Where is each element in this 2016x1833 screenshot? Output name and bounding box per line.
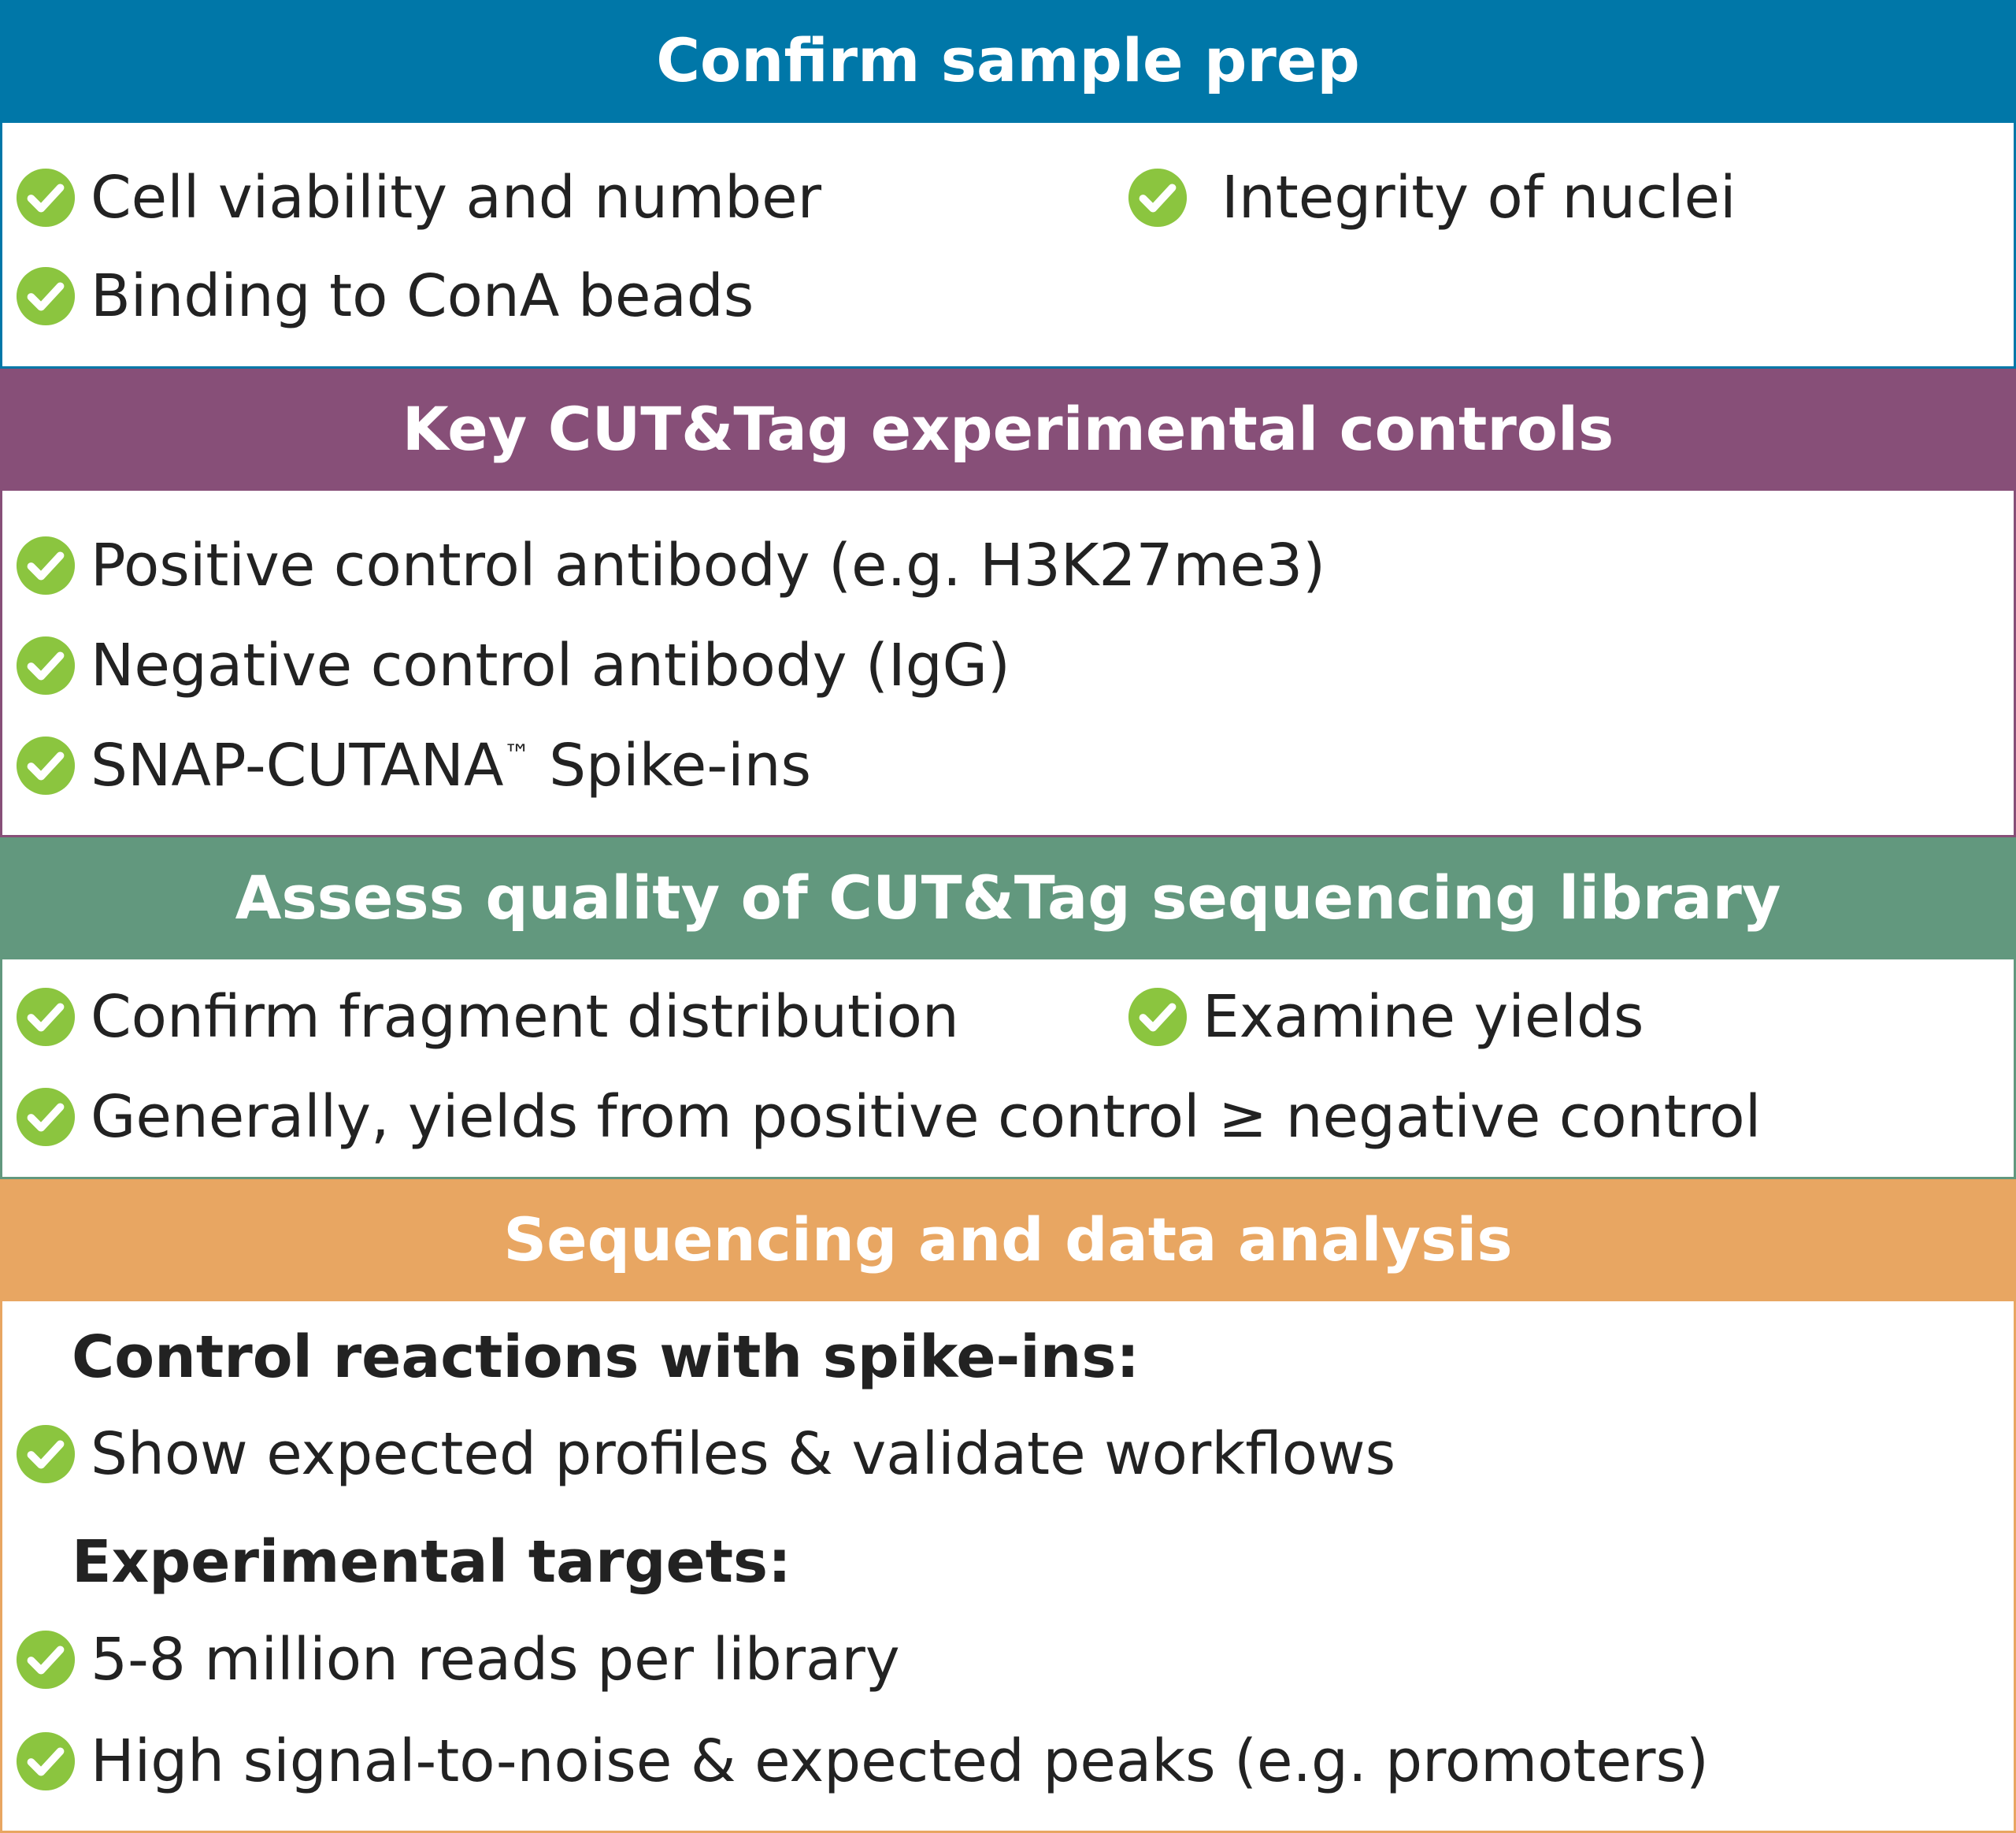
section-title: Confirm sample prep (656, 25, 1360, 95)
section-header-controls: Key CUT&Tag experimental controls (0, 369, 2016, 488)
section-header-data-analysis: Sequencing and data analysis (0, 1179, 2016, 1299)
product-name: SNAP-CUTANA (91, 732, 504, 800)
check-circle-icon (16, 168, 76, 228)
check-circle-icon (16, 1630, 76, 1690)
section-body-library-quality: Confirm fragment distribution Examine yi… (0, 957, 2016, 1179)
item-text: Show expected profiles & validate workfl… (91, 1420, 1396, 1488)
checklist-item: 5-8 million reads per library (15, 1624, 900, 1695)
checklist-item: Cell viability and number (15, 162, 821, 233)
section-body-data-analysis: Control reactions with spike-ins: Show e… (0, 1299, 2016, 1833)
checklist-item: Confirm fragment distribution (15, 981, 959, 1052)
check-circle-icon (16, 987, 76, 1047)
product-suffix: Spike-ins (549, 732, 812, 800)
section-body-sample-prep: Cell viability and number Integrity of n… (0, 121, 2016, 369)
section-header-sample-prep: Confirm sample prep (0, 0, 2016, 121)
subheading-controls: Control reactions with spike-ins: (72, 1323, 1140, 1391)
item-text: Integrity of nuclei (1221, 164, 1736, 232)
checklist-item: SNAP-CUTANA™ Spike-ins (15, 730, 811, 801)
check-circle-icon (1128, 987, 1188, 1047)
checklist-item: Examine yields (1127, 981, 1644, 1052)
check-circle-icon (16, 266, 76, 326)
trademark-symbol: ™ (503, 739, 531, 770)
section-body-controls: Positive control antibody (e.g. H3K27me3… (0, 488, 2016, 837)
check-circle-icon (16, 1424, 76, 1484)
checklist-item: Positive control antibody (e.g. H3K27me3… (15, 530, 1325, 601)
item-text: Positive control antibody (e.g. H3K27me3… (91, 532, 1326, 599)
section-title: Assess quality of CUT&Tag sequencing lib… (235, 862, 1781, 933)
checklist-item: Integrity of nuclei (1127, 162, 1736, 233)
item-text: Negative control antibody (IgG) (91, 632, 1010, 699)
item-text: Generally, yields from positive control … (91, 1083, 1762, 1151)
item-text: High signal-to-noise & expected peaks (e… (91, 1727, 1709, 1795)
checklist-item: Generally, yields from positive control … (15, 1082, 1761, 1152)
check-circle-icon (16, 536, 76, 596)
check-circle-icon (16, 1087, 76, 1147)
item-text: 5-8 million reads per library (91, 1626, 900, 1694)
check-circle-icon (1128, 168, 1188, 228)
subheading-targets: Experimental targets: (72, 1528, 791, 1596)
checklist-item: Binding to ConA beads (15, 261, 754, 332)
check-circle-icon (16, 1731, 76, 1791)
section-title: Sequencing and data analysis (503, 1204, 1513, 1275)
item-text: Confirm fragment distribution (91, 983, 959, 1051)
checklist-item: High signal-to-noise & expected peaks (e… (15, 1726, 1709, 1797)
item-text: Cell viability and number (91, 164, 822, 232)
check-circle-icon (16, 736, 76, 796)
item-text: SNAP-CUTANA™ Spike-ins (91, 732, 811, 800)
item-text: Examine yields (1203, 983, 1644, 1051)
checklist-item: Show expected profiles & validate workfl… (15, 1419, 1395, 1490)
section-title: Key CUT&Tag experimental controls (402, 393, 1614, 464)
section-header-library-quality: Assess quality of CUT&Tag sequencing lib… (0, 837, 2016, 957)
item-text: Binding to ConA beads (91, 262, 754, 330)
check-circle-icon (16, 636, 76, 696)
checklist-item: Negative control antibody (IgG) (15, 630, 1010, 701)
